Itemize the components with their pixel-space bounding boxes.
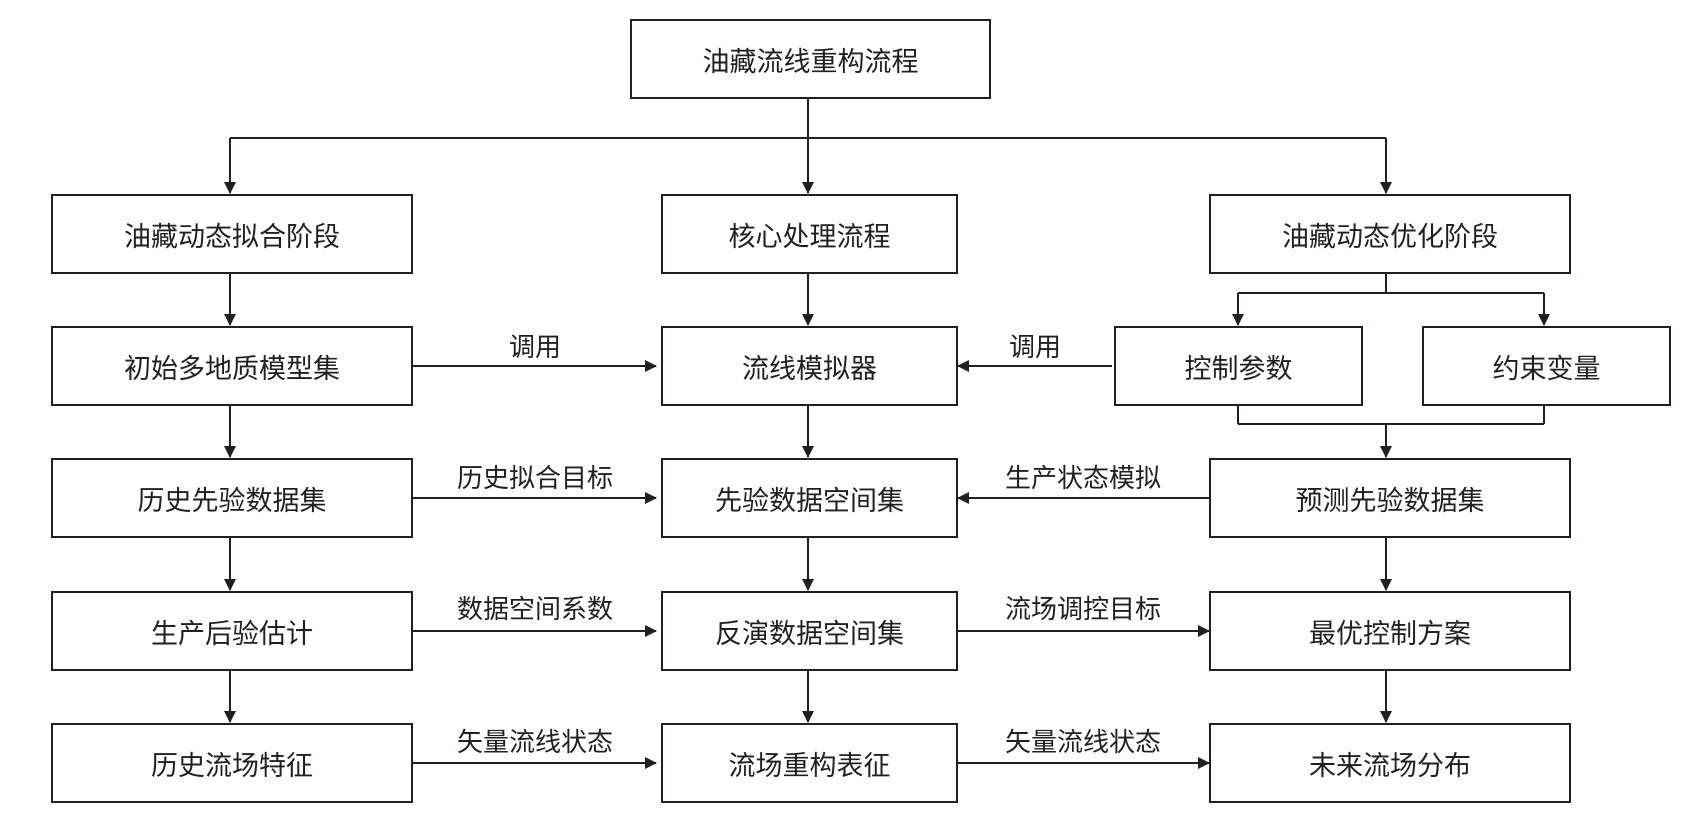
node-forecast-prior-data: 预测先验数据集 [1209, 458, 1571, 538]
node-optimal-control: 最优控制方案 [1209, 591, 1571, 671]
node-fitting-stage: 油藏动态拟合阶段 [51, 194, 413, 274]
node-flow-reconstruction: 流场重构表征 [661, 723, 958, 803]
node-control-params: 控制参数 [1114, 326, 1363, 406]
edge-label-production-state-sim: 生产状态模拟 [1004, 464, 1161, 494]
node-root: 油藏流线重构流程 [630, 19, 991, 99]
edge-label-call-right: 调用 [1008, 333, 1061, 363]
node-streamline-simulator: 流线模拟器 [661, 326, 958, 406]
edge-label-vector-streamline-right: 矢量流线状态 [1004, 728, 1161, 758]
node-future-flow: 未来流场分布 [1209, 723, 1571, 803]
edge-label-flow-control-target: 流场调控目标 [1004, 595, 1161, 625]
node-inverse-data-space: 反演数据空间集 [661, 591, 958, 671]
node-history-prior-data: 历史先验数据集 [51, 458, 413, 538]
edge-label-call-left: 调用 [508, 333, 561, 363]
node-production-posterior: 生产后验估计 [51, 591, 413, 671]
node-optimization-stage: 油藏动态优化阶段 [1209, 194, 1571, 274]
edge-label-data-space-coeff: 数据空间系数 [456, 595, 613, 625]
edge-label-history-match-target: 历史拟合目标 [456, 464, 613, 494]
node-initial-models: 初始多地质模型集 [51, 326, 413, 406]
node-prior-data-space: 先验数据空间集 [661, 458, 958, 538]
edge-label-vector-streamline-left: 矢量流线状态 [456, 728, 613, 758]
node-constraint-vars: 约束变量 [1422, 326, 1671, 406]
node-core-process: 核心处理流程 [661, 194, 958, 274]
node-history-flow-features: 历史流场特征 [51, 723, 413, 803]
